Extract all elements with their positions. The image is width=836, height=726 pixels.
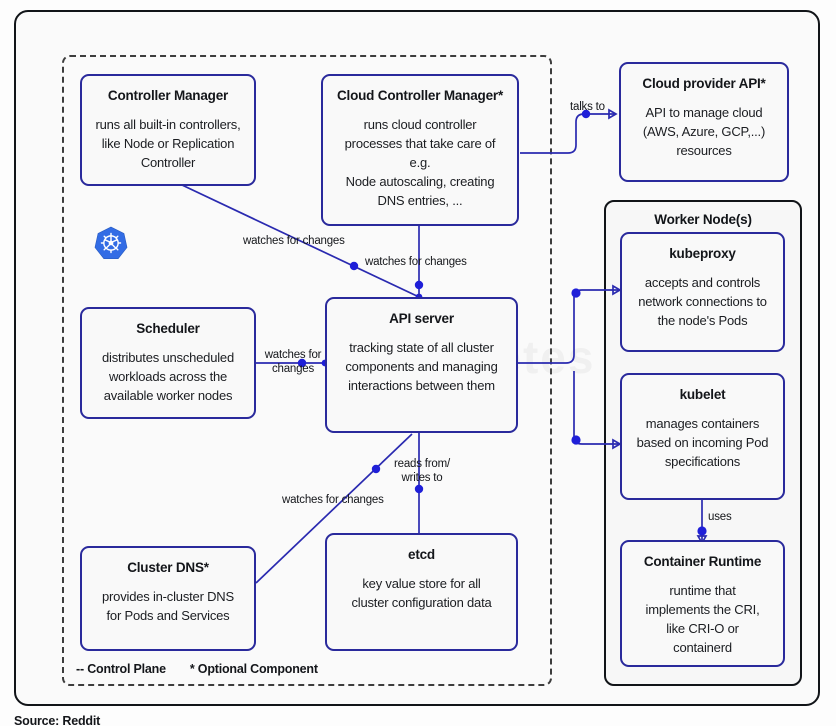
node-title: kubeproxy bbox=[669, 246, 736, 261]
node-body: API to manage cloud (AWS, Azure, GCP,...… bbox=[642, 105, 766, 158]
worker-node-title: Worker Node(s) bbox=[654, 212, 752, 227]
node-title: etcd bbox=[408, 547, 435, 562]
node-kubelet[interactable]: kubelet manages containers based on inco… bbox=[620, 373, 785, 500]
edge-label-etcd-reads-writes: reads from/ writes to bbox=[394, 458, 450, 485]
node-etcd[interactable]: etcd key value store for all cluster con… bbox=[325, 533, 518, 651]
node-api-server[interactable]: API server tracking state of all cluster… bbox=[325, 297, 518, 433]
node-title: kubelet bbox=[679, 387, 726, 402]
edge-label-controller-manager-watches: watches for changes bbox=[243, 235, 345, 247]
kubernetes-logo-icon bbox=[94, 226, 128, 259]
node-scheduler[interactable]: Scheduler distributes unscheduled worklo… bbox=[80, 307, 256, 419]
legend-item-optional-component: * Optional Component bbox=[189, 662, 318, 676]
edge-label-cluster-dns-watches: watches for changes bbox=[282, 494, 384, 506]
node-title: Cluster DNS* bbox=[127, 560, 209, 575]
node-body: accepts and controls network connections… bbox=[638, 275, 767, 328]
edge-label-scheduler-watches: watches for changes bbox=[264, 349, 322, 376]
legend: -- Control Plane * Optional Component bbox=[76, 662, 318, 676]
node-body: provides in-cluster DNS for Pods and Ser… bbox=[102, 589, 234, 624]
node-title: Cloud Controller Manager* bbox=[336, 88, 503, 103]
node-title: Cloud provider API* bbox=[642, 76, 766, 91]
node-kubeproxy[interactable]: kubeproxy accepts and controls network c… bbox=[620, 232, 785, 352]
edge-label-ccm-watches: watches for changes bbox=[365, 256, 467, 268]
edge-label-talks-to: talks to bbox=[570, 101, 605, 113]
node-container-runtime[interactable]: Container Runtime runtime that implement… bbox=[620, 540, 785, 667]
source-caption: Source: Reddit bbox=[14, 714, 101, 726]
node-body: distributes unscheduled workloads across… bbox=[102, 350, 234, 403]
node-cloud-controller-manager[interactable]: Cloud Controller Manager* runs cloud con… bbox=[321, 74, 519, 226]
node-body: runs cloud controller processes that tak… bbox=[344, 117, 496, 208]
node-title: Scheduler bbox=[136, 321, 200, 336]
node-body: runs all built-in controllers, like Node… bbox=[95, 117, 241, 170]
node-controller-manager[interactable]: Controller Manager runs all built-in con… bbox=[80, 74, 256, 186]
node-body: runtime that implements the CRI, like CR… bbox=[645, 583, 760, 655]
node-body: manages containers based on incoming Pod… bbox=[636, 416, 769, 469]
node-cloud-provider-api[interactable]: Cloud provider API* API to manage cloud … bbox=[619, 62, 789, 182]
node-title: API server bbox=[389, 311, 454, 326]
node-cluster-dns[interactable]: Cluster DNS* provides in-cluster DNS for… bbox=[80, 546, 256, 651]
edge-label-uses: uses bbox=[708, 511, 732, 523]
legend-item-control-plane: -- Control Plane bbox=[76, 662, 166, 676]
node-body: key value store for all cluster configur… bbox=[351, 576, 492, 611]
node-title: Container Runtime bbox=[643, 554, 762, 569]
node-title: Controller Manager bbox=[107, 88, 229, 103]
node-body: tracking state of all cluster components… bbox=[345, 340, 498, 393]
